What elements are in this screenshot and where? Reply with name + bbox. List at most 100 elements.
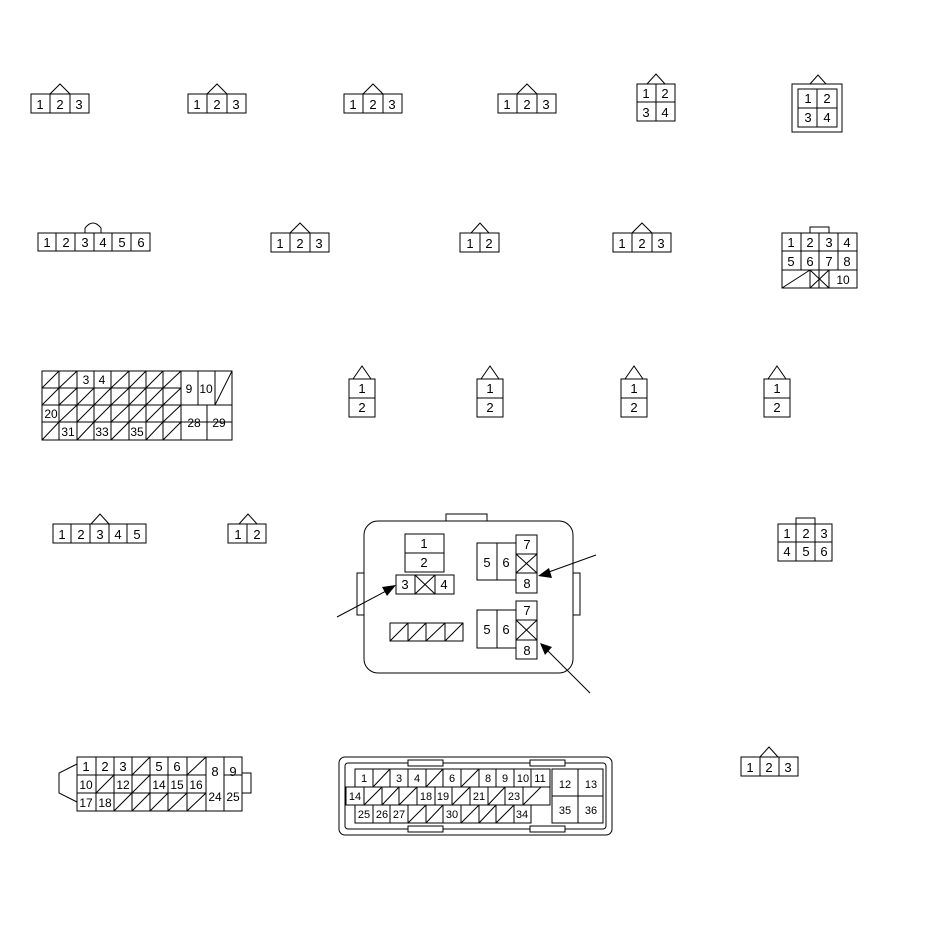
connector-10pin: 1 2 3 4 5 6 7 8 10: [781, 226, 858, 289]
pin-label: 2: [523, 97, 530, 112]
pin-label: 5: [118, 235, 125, 250]
pin-label: 14: [152, 778, 166, 792]
connector-2pin-vertical-2: 1 2: [476, 365, 504, 418]
pin-label: 5: [133, 527, 140, 542]
pin-label: 20: [44, 407, 58, 421]
pin-label: 6: [173, 759, 180, 774]
pin-label: 36: [585, 805, 597, 817]
pin-label: 3: [542, 97, 549, 112]
pin-label: 5: [483, 622, 490, 637]
pin-label: 1: [420, 536, 427, 551]
pin-label: 8: [485, 773, 491, 785]
pin-label: 25: [226, 790, 240, 804]
pointer-arrow-1: [336, 585, 396, 618]
pin-label: 2: [77, 527, 84, 542]
pin-label: 1: [746, 760, 753, 775]
pin-label: 13: [585, 779, 597, 791]
pin-label: 5: [787, 254, 794, 269]
pointer-arrow-3: [540, 643, 591, 694]
connector-3pin-1: 1 2 3: [30, 83, 90, 114]
pin-label: 4: [99, 373, 106, 387]
pin-label: 21: [473, 791, 485, 803]
connector-4pin-square-1: 1 2 3 4: [636, 73, 676, 122]
connector-3pin-5: 1 2 3: [270, 222, 330, 253]
pin-label: 6: [137, 235, 144, 250]
pin-label: 1: [276, 236, 283, 251]
pin-label: 9: [186, 382, 193, 396]
pin-label: 2: [485, 236, 492, 251]
pin-label: 2: [823, 91, 830, 106]
pin-label: 3: [396, 773, 402, 785]
pin-label: 2: [358, 400, 365, 415]
pin-label: 10: [836, 273, 850, 287]
pin-label: 1: [43, 235, 50, 250]
pin-label: 6: [449, 773, 455, 785]
pin-label: 10: [199, 382, 213, 396]
pin-label: 16: [189, 778, 203, 792]
pin-label: 4: [99, 235, 106, 250]
pin-label: 1: [486, 381, 493, 396]
pin-label: 6: [820, 544, 827, 559]
pin-label: 5: [483, 555, 490, 570]
connector-2pin-1: 1 2: [459, 222, 500, 253]
pin-label: 6: [502, 622, 509, 637]
pin-label: 17: [79, 796, 93, 810]
pin-label: 1: [466, 236, 473, 251]
pin-label: 28: [187, 416, 201, 430]
fuse-strip: [389, 622, 464, 642]
pin-label: 1: [58, 527, 65, 542]
pin-label: 7: [523, 537, 530, 552]
connector-6pin: 1 2 3 4 5 6: [37, 222, 151, 252]
relay-socket-1: 1 2 3 4: [395, 533, 455, 595]
pin-label: 6: [502, 555, 509, 570]
pin-label: 2: [296, 236, 303, 251]
pin-label: 4: [440, 577, 447, 592]
pin-label: 2: [213, 97, 220, 112]
pin-label: 3: [81, 235, 88, 250]
pin-label: 4: [114, 527, 121, 542]
pin-label: 9: [229, 764, 236, 779]
pin-label: 2: [56, 97, 63, 112]
pin-label: 1: [193, 97, 200, 112]
pin-label: 10: [517, 773, 529, 785]
pin-label: 9: [502, 773, 508, 785]
pin-label: 31: [61, 425, 75, 439]
pin-label: 11: [534, 773, 545, 785]
pin-label: 8: [843, 254, 850, 269]
pin-label: 3: [642, 105, 649, 120]
connector-6pin-2x3: 1 2 3 4 5 6: [777, 517, 833, 562]
pin-label: 3: [388, 97, 395, 112]
pin-label: 3: [232, 97, 239, 112]
pin-label: 1: [349, 97, 356, 112]
pin-label: 26: [376, 809, 388, 821]
pin-label: 15: [170, 778, 184, 792]
pin-label: 8: [211, 764, 218, 779]
pin-label: 7: [825, 254, 832, 269]
pin-label: 2: [486, 400, 493, 415]
pin-label: 10: [79, 778, 93, 792]
connector-3pin-2: 1 2 3: [187, 83, 247, 114]
pin-label: 35: [559, 805, 571, 817]
pin-label: 18: [420, 791, 432, 803]
pin-label: 12: [559, 779, 571, 791]
unused-slot-hatch: [95, 756, 207, 812]
pin-label: 30: [446, 809, 458, 821]
pin-label: 19: [437, 791, 449, 803]
pin-label: 2: [806, 235, 813, 250]
pin-label: 1: [773, 381, 780, 396]
pin-label: 6: [806, 254, 813, 269]
pin-label: 1: [642, 86, 649, 101]
pin-label: 2: [773, 400, 780, 415]
pin-label: 4: [661, 105, 668, 120]
connector-2pin-vertical-4: 1 2: [763, 365, 791, 418]
pin-label: 3: [75, 97, 82, 112]
connector-3pin-3: 1 2 3: [343, 83, 403, 114]
pin-label: 1: [630, 381, 637, 396]
pin-label: 5: [802, 544, 809, 559]
pin-label: 7: [523, 603, 530, 618]
pin-label: 3: [657, 236, 664, 251]
pin-label: 2: [765, 760, 772, 775]
pin-label: 2: [101, 759, 108, 774]
pin-label: 3: [119, 759, 126, 774]
